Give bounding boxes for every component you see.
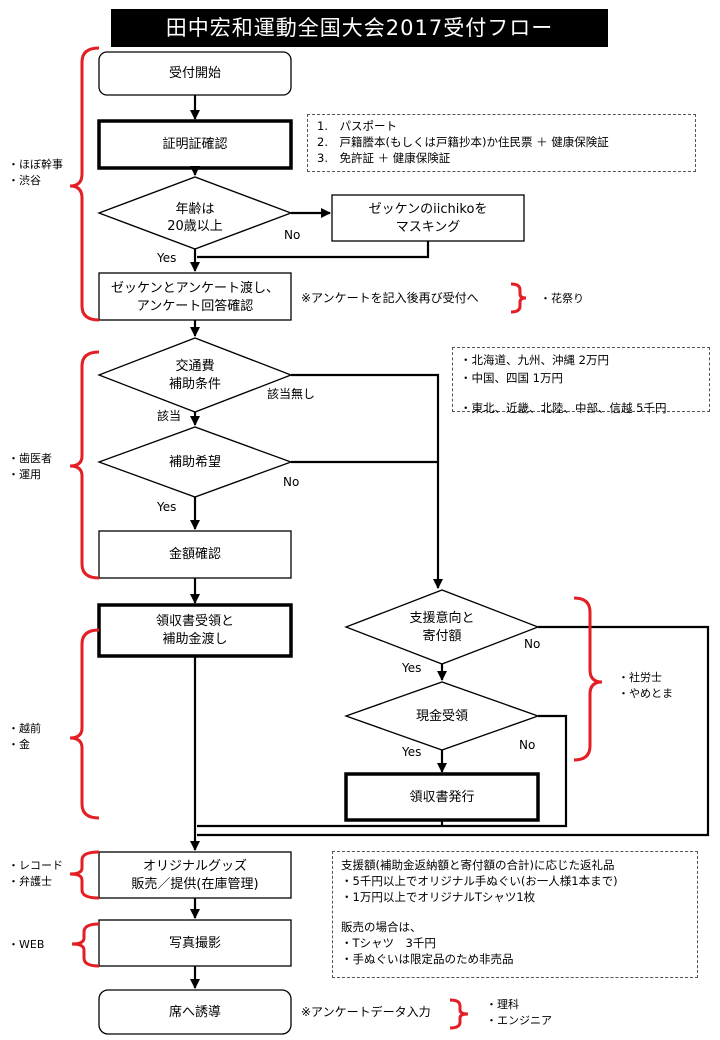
goods-box — [98, 851, 292, 899]
subsidy-label: 補助希望 — [168, 455, 221, 470]
goods-info-3: ・1万円以上でオリジナルTシャツ1枚 — [341, 890, 536, 904]
edge-label-support-yes: Yes — [402, 661, 422, 675]
transport-label-1: 交通費 — [175, 359, 215, 374]
bracket-photo — [71, 922, 100, 968]
support-label-2: 寄付額 — [422, 629, 462, 644]
goods-label-2: 販売／提供(在庫管理) — [131, 877, 259, 892]
id-check-label: 証明証確認 — [162, 137, 228, 152]
survey-retry-note: ※アンケートを記入後再び受付へ — [301, 291, 479, 305]
staff-festival: ・花祭り — [540, 292, 584, 305]
staff-cash-1: ・越前 — [8, 722, 41, 735]
edge-cash-no — [197, 714, 568, 828]
goods-info-7: ・手ぬぐいは限定品のため非売品 — [341, 952, 514, 966]
staff-support-2: ・やめとま — [618, 687, 673, 700]
age-label-1: 年齢は — [175, 202, 215, 217]
staff-subsidy-1: ・歯医者 — [8, 452, 52, 465]
edge-label-age-yes: Yes — [157, 251, 177, 265]
id-docs-line-3: 3. 免許証 ＋ 健康保険証 — [317, 151, 451, 165]
hand-over-label-1: ゼッケンとアンケート渡し、 — [110, 281, 280, 296]
staff-reception-2: ・渋谷 — [8, 174, 41, 187]
id-docs-note-box — [307, 114, 696, 172]
edge-label-transport-yes: 該当 — [157, 409, 182, 423]
bracket-reception — [69, 46, 100, 322]
edge-support-no — [197, 625, 710, 837]
bracket-support — [573, 596, 603, 762]
survey-input-note: ※アンケートデータ入力 — [301, 1005, 431, 1019]
cash-label: 現金受領 — [415, 709, 468, 724]
seat-box — [98, 989, 292, 1035]
receipt-subsidy-label-2: 補助金渡し — [162, 632, 228, 647]
id-docs-line-2: 2. 戸籍謄本(もしくは戸籍抄本)か住民票 ＋ 健康保険証 — [317, 135, 609, 149]
id-docs-line-1: 1. パスポート — [317, 119, 397, 133]
goods-info-note-box — [332, 851, 698, 978]
start-label: 受付開始 — [168, 66, 221, 81]
hand-over-label-2: アンケート回答確認 — [136, 299, 254, 314]
staff-cash-2: ・金 — [8, 738, 30, 751]
goods-info-2: ・5千円以上でオリジナル手ぬぐい(お一人様1本まで) — [341, 874, 618, 888]
goods-label-1: オリジナルグッズ — [142, 859, 247, 874]
goods-info-1: 支援額(補助金返納額と寄付額の合計)に応じた返礼品 — [341, 858, 615, 872]
receipt-subsidy-label-1: 領収書受領と — [155, 614, 234, 629]
support-decision — [344, 589, 540, 665]
goods-info-6: ・Tシャツ 3千円 — [341, 936, 436, 950]
edge-transport-no — [291, 373, 443, 589]
bracket-subsidy — [69, 350, 100, 580]
edge-label-transport-no: 該当無し — [267, 387, 316, 401]
mask-label-1: ゼッケンのiichikoを — [368, 202, 488, 217]
id-check-box — [97, 119, 293, 170]
staff-goods-1: ・レコード — [8, 859, 63, 872]
subsidy-rate-3: ・東北、近畿、北陸、中部、信越 5千円 — [460, 401, 667, 415]
age-label-2: 20歳以上 — [167, 219, 223, 234]
seat-label: 席へ誘導 — [168, 1005, 221, 1020]
transport-label-2: 補助条件 — [168, 377, 221, 392]
staff-support-1: ・社労士 — [618, 671, 662, 684]
amount-check-label: 金額確認 — [168, 547, 221, 562]
photo-label: 写真撮影 — [168, 936, 221, 951]
edge-label-subsidy-no: No — [283, 475, 300, 489]
bracket-cash — [69, 628, 100, 820]
staff-goods-2: ・弁護士 — [8, 875, 52, 888]
edge-label-subsidy-yes: Yes — [157, 500, 177, 514]
staff-seat-2: ・エンジニア — [486, 1014, 552, 1027]
subsidy-rates-note-box — [452, 347, 710, 412]
issue-receipt-label: 領収書発行 — [409, 790, 475, 805]
bracket-goods — [69, 850, 100, 900]
support-label-1: 支援意向と — [409, 611, 475, 626]
page-title: 田中宏和運動全国大会2017受付フロー — [111, 9, 608, 47]
subsidy-rate-1: ・北海道、九州、沖縄 2万円 — [460, 353, 609, 367]
bracket-festival — [510, 282, 527, 314]
subsidy-rate-2: ・中国、四国 1万円 — [460, 371, 563, 385]
goods-info-5: 販売の場合は、 — [341, 920, 422, 934]
transport-decision — [97, 337, 293, 413]
staff-subsidy-2: ・運用 — [8, 468, 41, 481]
edge-label-cash-yes: Yes — [402, 745, 422, 759]
staff-reception-1: ・ほぼ幹事 — [8, 158, 63, 171]
staff-seat-1: ・理科 — [486, 998, 519, 1011]
photo-box — [98, 919, 292, 967]
bracket-seat — [449, 998, 469, 1030]
staff-photo: ・WEB — [8, 938, 45, 951]
mask-label-2: マスキング — [395, 220, 461, 235]
edge-label-age-no: No — [284, 228, 301, 242]
edge-mask-return — [197, 241, 430, 259]
edge-label-cash-no: No — [519, 738, 536, 752]
edge-label-support-no: No — [524, 637, 541, 651]
